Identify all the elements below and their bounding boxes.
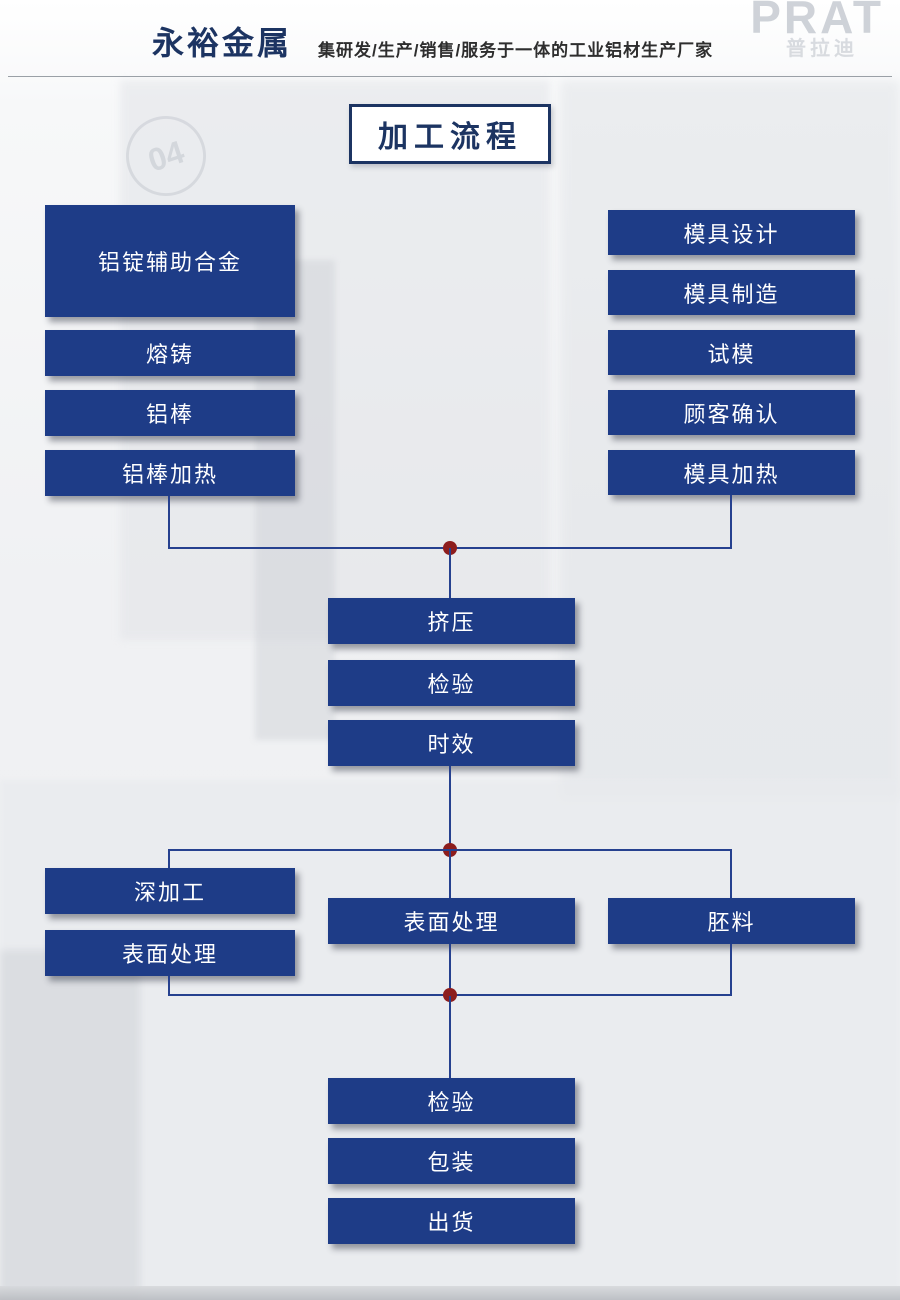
flow-box-deep-processing: 深加工 xyxy=(45,868,295,914)
flow-box-inspection-2: 检验 xyxy=(328,1078,575,1124)
connector-line xyxy=(449,996,451,1078)
connector-line xyxy=(168,496,170,549)
connector-line xyxy=(449,766,451,850)
flow-box-mold-design: 模具设计 xyxy=(608,210,855,255)
background-photo-shape xyxy=(0,950,140,1300)
flow-box-mold-trial: 试模 xyxy=(608,330,855,375)
flow-box-inspection-1: 检验 xyxy=(328,660,575,706)
flow-box-customer-confirm: 顾客确认 xyxy=(608,390,855,435)
site-tagline: 集研发/生产/销售/服务于一体的工业铝材生产厂家 xyxy=(318,41,714,60)
connector-line xyxy=(730,495,732,549)
flow-box-rod-heating: 铝棒加热 xyxy=(45,450,295,496)
flow-box-surface-treatment-left: 表面处理 xyxy=(45,930,295,976)
page-title: 加工流程 xyxy=(349,104,551,164)
connector-line xyxy=(449,548,451,598)
flow-box-melting-casting: 熔铸 xyxy=(45,330,295,376)
flow-box-mold-heating: 模具加热 xyxy=(608,450,855,495)
background-brand-watermark-sub: 普拉迪 xyxy=(786,38,858,60)
flow-box-shipment: 出货 xyxy=(328,1198,575,1244)
header-divider xyxy=(8,76,892,77)
flow-box-extrusion: 挤压 xyxy=(328,598,575,644)
connector-line xyxy=(449,944,451,996)
background-photo-shape xyxy=(560,80,900,800)
flow-box-packaging: 包装 xyxy=(328,1138,575,1184)
connector-line xyxy=(168,976,170,996)
flow-box-surface-treatment-center: 表面处理 xyxy=(328,898,575,944)
connector-line xyxy=(730,944,732,996)
flow-box-aluminum-rod: 铝棒 xyxy=(45,390,295,436)
flow-box-mold-manufacture: 模具制造 xyxy=(608,270,855,315)
junction-dot xyxy=(443,988,457,1002)
connector-line xyxy=(168,849,170,868)
flow-box-aging: 时效 xyxy=(328,720,575,766)
site-logo-text: 永裕金属 xyxy=(152,25,293,61)
flow-box-aluminum-ingot-alloy: 铝锭辅助合金 xyxy=(45,205,295,317)
connector-line xyxy=(449,849,451,898)
connector-line xyxy=(730,849,732,898)
background-machine-label: 04 xyxy=(115,105,217,207)
bottom-edge-strip xyxy=(0,1286,900,1300)
background-brand-watermark: PRAT xyxy=(750,0,884,43)
flow-box-blank-material: 胚料 xyxy=(608,898,855,944)
